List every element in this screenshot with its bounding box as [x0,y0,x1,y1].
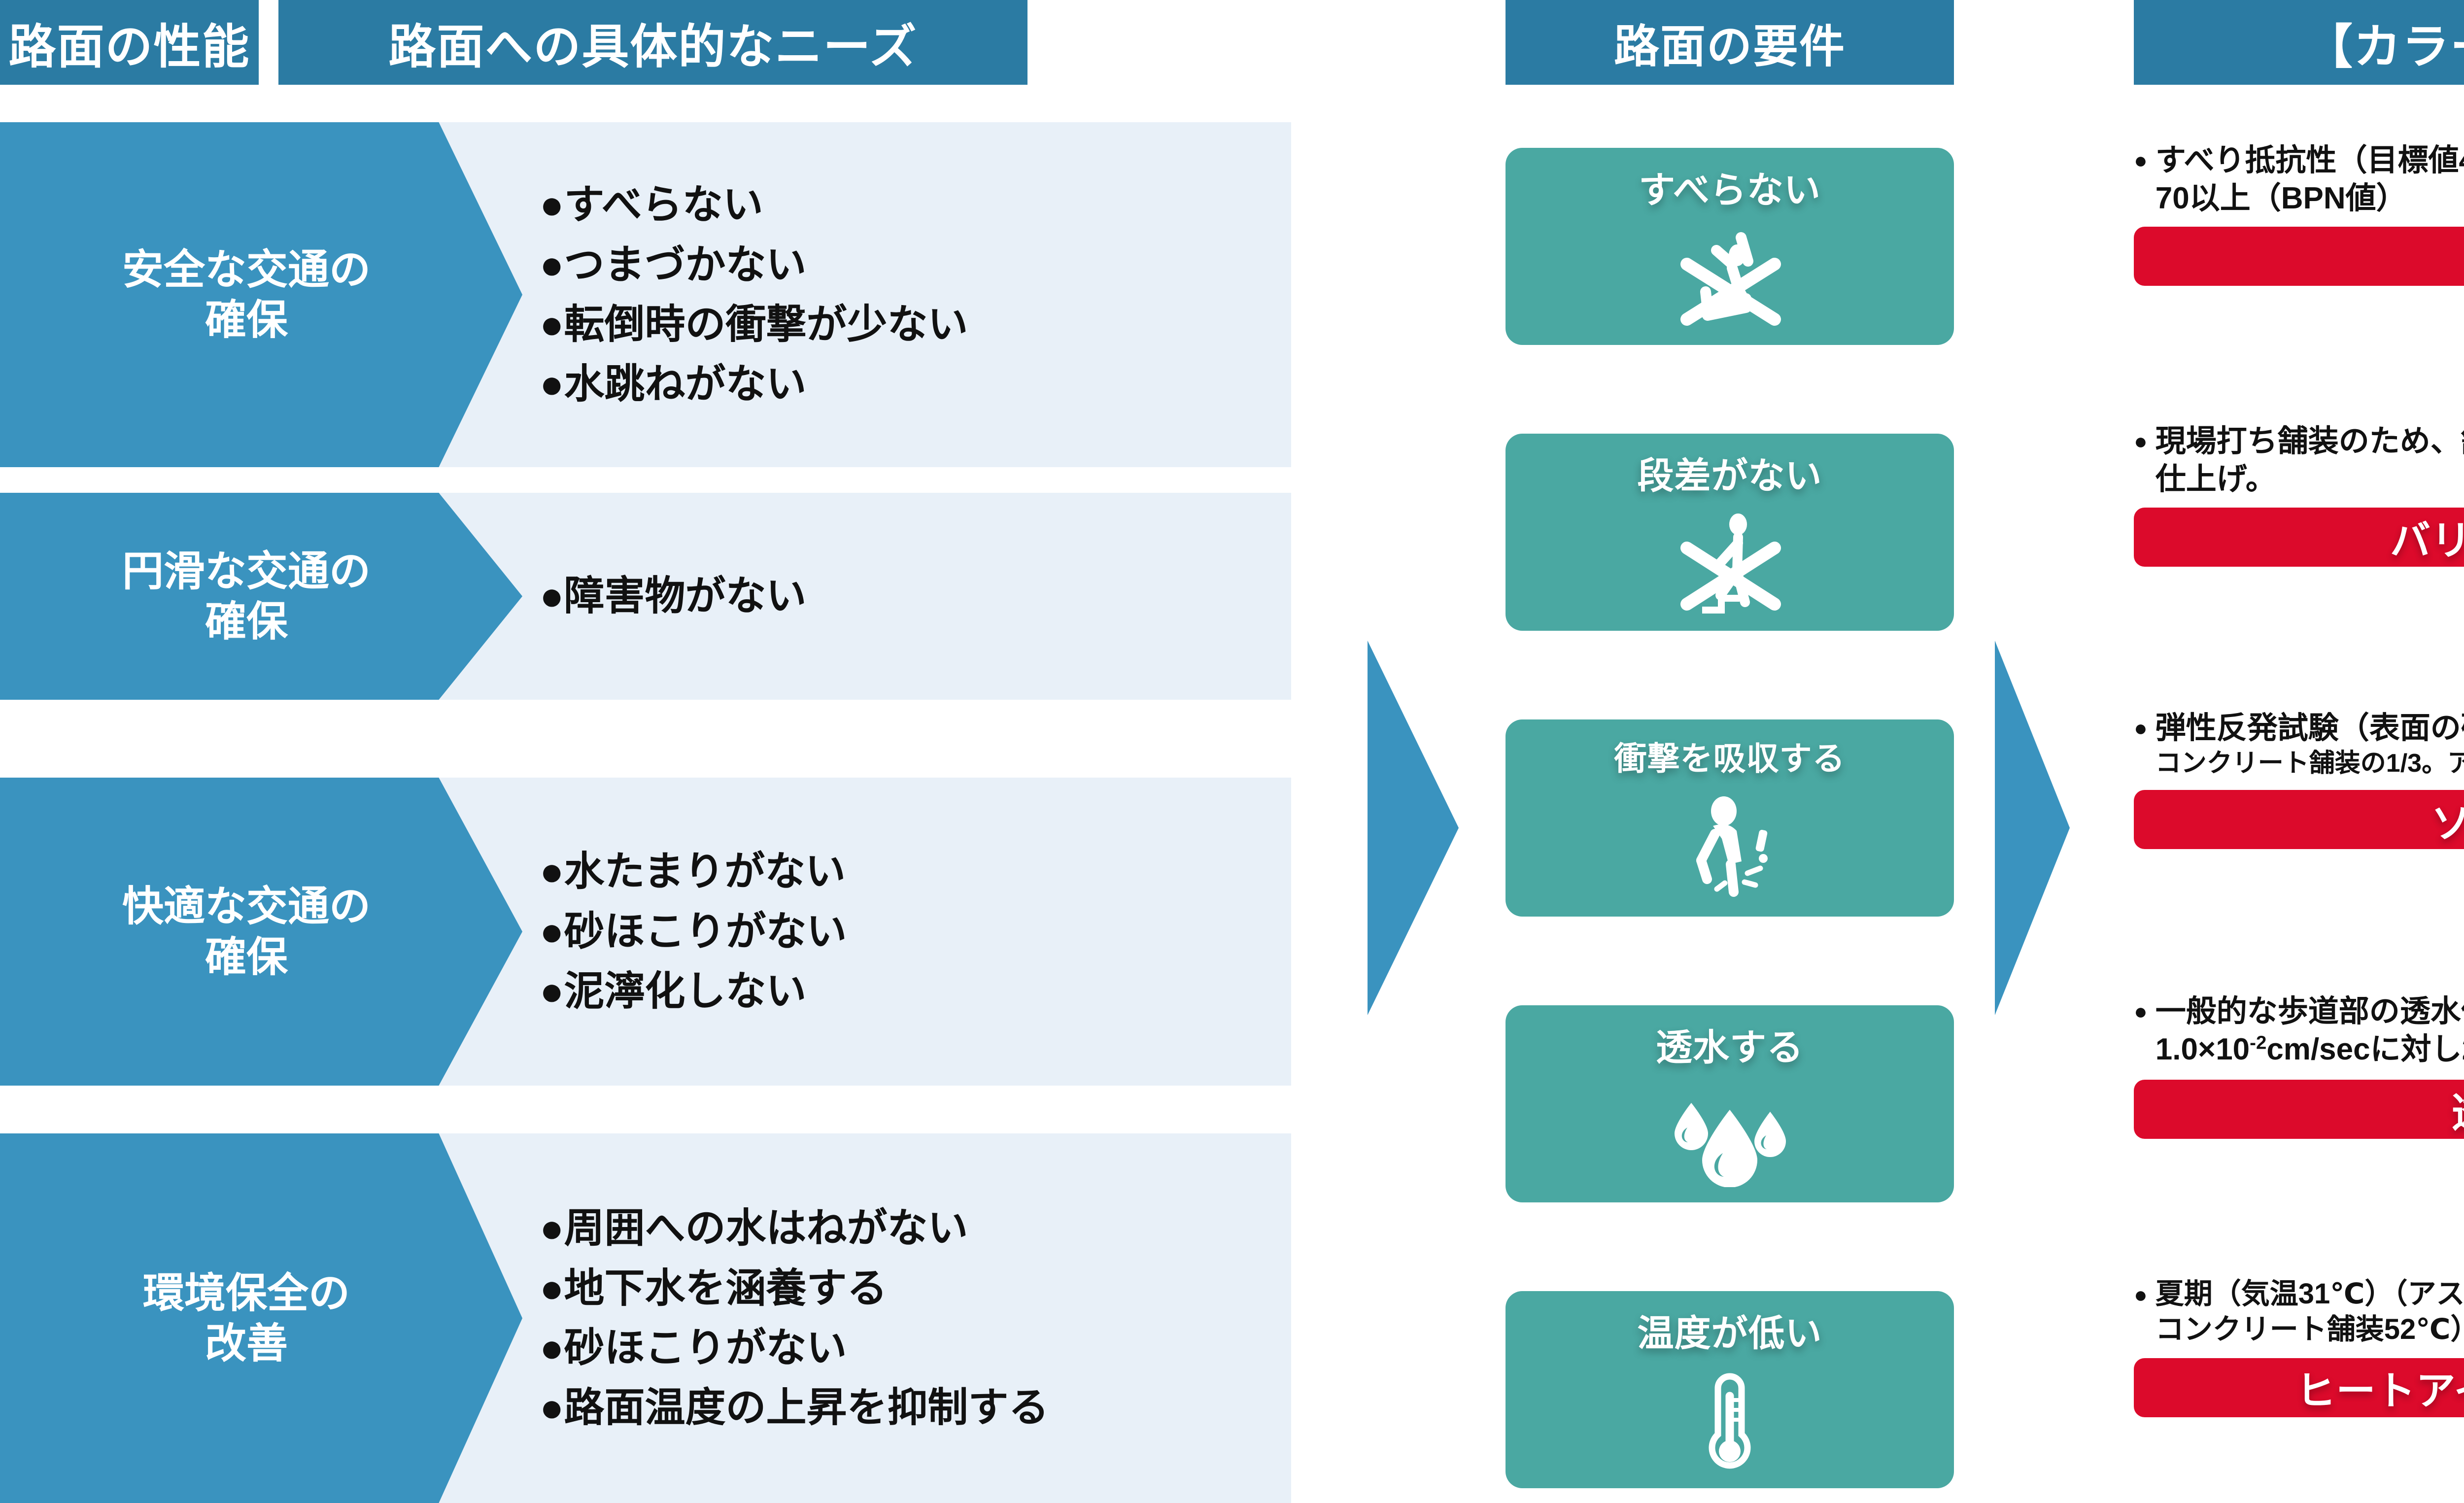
desc-line-1: 現場打ち舗装のため、舗装表面は平滑 [2155,424,2464,458]
requirement-card-absorb-impact: 衝撃を吸収する [1506,719,1954,917]
column-header-label: 路面の性能 [8,20,250,73]
desc-line-1: 一般的な歩道部の透水係数（基準値） [2155,994,2464,1028]
chevron-title-line2: 改善 [205,1320,288,1366]
desc-line-2-pre: 1.0×10 [2155,1032,2250,1066]
requirement-label: 温度が低い [1637,1313,1822,1354]
desc-line-1: すべり抵抗性（目標値40以上に対し） [2155,143,2464,177]
need-item: ●つまづかない [540,242,807,287]
desc-line-2-exponent-1: -2 [2250,1032,2267,1054]
performance-row: 安全な交通の 確保 ●すべらない ●つまづかない ●転倒時の衝撃が少ない ●水跳… [0,122,1291,467]
suitability-description: ● 現場打ち舗装のため、舗装表面は平滑 仕上げ。 [2134,423,2464,499]
suitability-description: ● すべり抵抗性（目標値40以上に対し） 70以上（BPN値） [2134,142,2464,218]
bullet-icon: ● [2134,998,2148,1024]
suitability-item-slip-resistance: ● すべり抵抗性（目標値40以上に対し） 70以上（BPN値） すべりにくい [2134,142,2464,286]
suitability-description: ● 一般的な歩道部の透水係数（基準値） 1.0×10-2cm/secに対し2.0… [2134,993,2464,1069]
performance-row: 円滑な交通の 確保 ●障害物がない [0,493,1291,700]
suitability-description-text: すべり抵抗性（目標値40以上に対し） 70以上（BPN値） [2156,142,2464,218]
needs-list: ●障害物がない [540,493,1289,700]
desc-line-2-mid: cm/secに対し2.0×10 [2266,1032,2464,1066]
column-header-road-performance: 路面の性能 [0,0,259,85]
desc-line-2: 1.0×10-2cm/secに対し2.0×10-2cm/sec。 [2156,1031,2464,1069]
thermometer-icon [1506,1357,1954,1488]
suitability-item-soft-walking: ● 弾性反発試験（表面の硬さ） コンクリート舗装の1/3。アスファルト舗装の1/… [2134,710,2464,850]
performance-chevron-environmental-improvement: 環境保全の 改善 [0,1133,522,1503]
need-item: ●周囲への水はねがない [540,1206,968,1251]
need-item: ●転倒時の衝撃が少ない [540,302,968,347]
chevron-title-line2: 確保 [205,598,288,645]
suitability-item-heat-island: ● 夏期（気温31℃）（アスファルト舗装55℃・ コンクリート舗装52℃）に対し… [2134,1276,2464,1417]
requirement-label: 透水する [1656,1027,1804,1068]
bullet-icon: ● [2134,715,2148,741]
impact-knee-pain-icon [1506,780,1954,917]
desc-line-1: 夏期（気温31℃）（アスファルト舗装55℃・ [2155,1278,2464,1310]
chevron-title-line1: 環境保全の [142,1269,350,1316]
water-drops-icon [1506,1071,1954,1202]
suitability-badge: ヒートアイランド現象を緩和する [2134,1358,2464,1417]
suitability-item-barrier-free: ● 現場打ち舗装のため、舗装表面は平滑 仕上げ。 バリアフリーに優れる [2134,423,2464,567]
arrow-needs-to-requirements [1368,641,1459,1015]
needs-list: ●周囲への水はねがない ●地下水を涵養する ●砂ほこりがない ●路面温度の上昇を… [540,1133,1289,1503]
suitability-description-text: 現場打ち舗装のため、舗装表面は平滑 仕上げ。 [2156,423,2464,499]
need-item: ●路面温度の上昇を抑制する [540,1385,1049,1431]
slip-crossed-out-icon [1506,213,1954,345]
requirement-card-water-permeable: 透水する [1506,1005,1954,1202]
column-header-label: 路面の要件 [1613,21,1846,72]
need-item: ●砂ほこりがない [540,1326,847,1370]
suitability-description: ● 夏期（気温31℃）（アスファルト舗装55℃・ コンクリート舗装52℃）に対し… [2134,1276,2464,1347]
desc-line-2: 70以上（BPN値） [2155,181,2407,215]
requirement-label: 段差がない [1637,455,1822,496]
requirement-label: 衝撃を吸収する [1614,740,1846,777]
needs-list: ●すべらない ●つまづかない ●転倒時の衝撃が少ない ●水跳ねがない [540,122,1289,467]
suitability-badge: 透水能力が高い [2134,1079,2464,1139]
need-item: ●地下水を涵養する [540,1265,888,1311]
column-header-road-requirements: 路面の要件 [1506,0,1954,85]
requirement-card-no-step: 段差がない [1506,434,1954,631]
desc-line-2: コンクリート舗装52℃）に対し42℃ [2155,1313,2464,1345]
need-item: ●障害物がない [540,574,807,619]
suitability-description-text: 弾性反発試験（表面の硬さ） コンクリート舗装の1/3。アスファルト舗装の1/2。 [2156,710,2464,779]
suitability-badge: バリアフリーに優れる [2134,507,2464,567]
suitability-badge: すべりにくい [2134,226,2464,286]
arrow-requirements-to-suitability [1995,641,2070,1015]
need-item: ●水跳ねがない [540,362,807,407]
performance-chevron-comfortable-traffic: 快適な交通の 確保 [0,778,522,1086]
needs-list: ●水たまりがない ●砂ほこりがない ●泥濘化しない [540,778,1289,1086]
desc-line-2: コンクリート舗装の1/3。アスファルト舗装の1/2。 [2155,749,2464,778]
bullet-icon: ● [2134,428,2148,454]
performance-row: 環境保全の 改善 ●周囲への水はねがない ●地下水を涵養する ●砂ほこりがない … [0,1133,1291,1503]
need-item: ●泥濘化しない [540,969,807,1014]
requirement-card-low-temperature: 温度が低い [1506,1291,1954,1488]
need-item: ●砂ほこりがない [540,909,847,954]
performance-chevron-safe-traffic: 安全な交通の 確保 [0,122,522,467]
step-trip-crossed-out-icon [1506,499,1954,631]
suitability-description-text: 夏期（気温31℃）（アスファルト舗装55℃・ コンクリート舗装52℃）に対し42… [2156,1276,2464,1347]
chevron-title-line2: 確保 [205,297,288,343]
desc-line-2: 仕上げ。 [2155,462,2276,496]
desc-line-1: 弾性反発試験（表面の硬さ） [2155,711,2464,745]
suitability-description: ● 弾性反発試験（表面の硬さ） コンクリート舗装の1/3。アスファルト舗装の1/… [2134,710,2464,779]
performance-chevron-smooth-traffic: 円滑な交通の 確保 [0,493,522,700]
suitability-badge: ソフトな歩行感覚 [2134,790,2464,850]
bullet-icon: ● [2134,147,2148,173]
requirement-label: すべらない [1639,170,1821,210]
performance-row: 快適な交通の 確保 ●水たまりがない ●砂ほこりがない ●泥濘化しない [0,778,1291,1086]
need-item: ●すべらない [540,182,763,228]
suitability-item-permeability: ● 一般的な歩道部の透水係数（基準値） 1.0×10-2cm/secに対し2.0… [2134,993,2464,1139]
column-header-label: 路面への具体的なニーズ [388,20,918,73]
need-item: ●水たまりがない [540,849,846,894]
requirement-card-no-slip: すべらない [1506,148,1954,345]
suitability-description-text: 一般的な歩道部の透水係数（基準値） 1.0×10-2cm/secに対し2.0×1… [2156,993,2464,1069]
column-header-colorsand-suitability: 【カラーサンドの適合性】 [2134,0,2464,85]
chevron-title-line1: 円滑な交通の [122,547,371,594]
column-header-specific-needs: 路面への具体的なニーズ [278,0,1027,85]
chevron-title-line2: 確保 [205,933,288,980]
chevron-title-line1: 快適な交通の [122,883,371,930]
bullet-icon: ● [2134,1282,2148,1307]
chevron-title-line1: 安全な交通の [122,246,371,293]
column-header-label: 【カラーサンドの適合性】 [2305,20,2464,73]
